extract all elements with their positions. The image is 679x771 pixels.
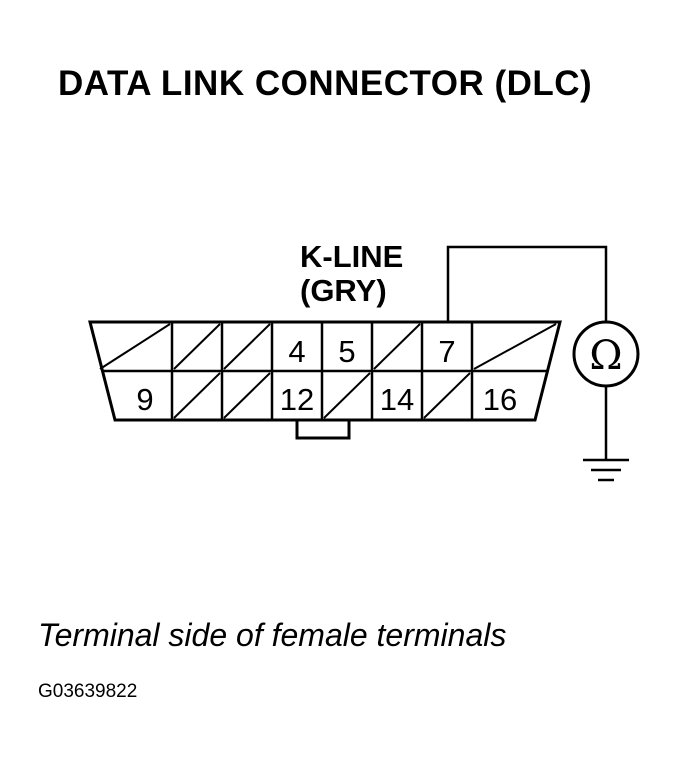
ground-icon [583, 458, 629, 482]
wire-label: K-LINE (GRY) [300, 240, 403, 308]
wire-label-name: K-LINE [300, 239, 404, 274]
pin-label-14: 14 [380, 382, 414, 417]
diagram-title: DATA LINK CONNECTOR (DLC) [58, 64, 593, 103]
pin-label-5: 5 [338, 334, 355, 369]
wire-label-color: (GRY) [300, 273, 387, 308]
pin-label-12: 12 [280, 382, 314, 417]
figure-caption: Terminal side of female terminals [38, 617, 507, 653]
ohmmeter: Ω [572, 320, 640, 388]
pin-label-16: 16 [483, 382, 517, 417]
pin-label-9: 9 [136, 382, 153, 417]
figure-code: G03639822 [38, 681, 138, 702]
pin-label-4: 4 [288, 334, 305, 369]
connector-outline [88, 320, 562, 422]
k-line-wire [446, 245, 608, 327]
pin-label-7: 7 [438, 334, 455, 369]
unused-cavity-hatches [99, 323, 557, 419]
ohm-icon: Ω [589, 333, 622, 379]
cell-dividers [170, 322, 474, 420]
connector-key-tab [295, 418, 351, 440]
